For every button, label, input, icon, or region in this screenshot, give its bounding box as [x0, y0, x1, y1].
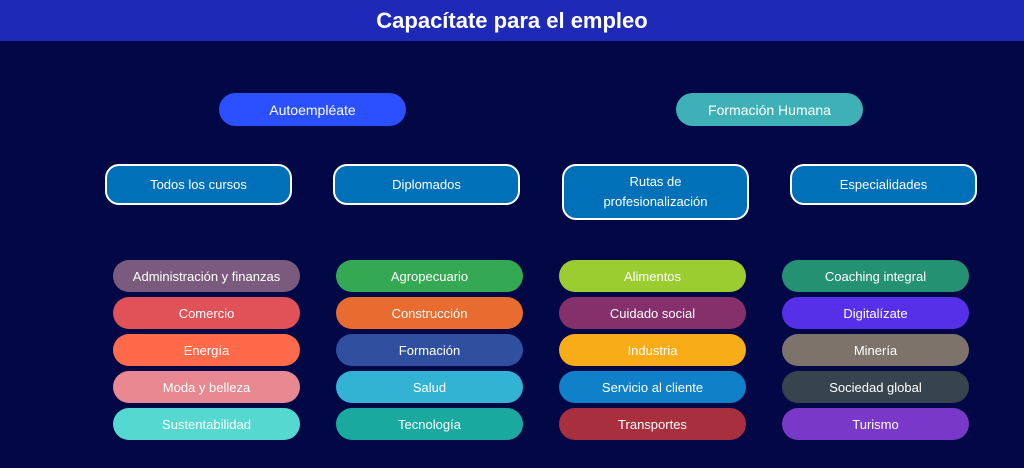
course-pill[interactable]: Coaching integral	[782, 260, 969, 292]
course-pill[interactable]: Sustentabilidad	[113, 408, 300, 440]
course-pill[interactable]: Sociedad global	[782, 371, 969, 403]
category-todos-los-cursos[interactable]: Todos los cursos	[105, 164, 292, 205]
course-pill[interactable]: Energía	[113, 334, 300, 366]
course-pill[interactable]: Comercio	[113, 297, 300, 329]
course-pill[interactable]: Turismo	[782, 408, 969, 440]
course-pill[interactable]: Moda y belleza	[113, 371, 300, 403]
course-pill[interactable]: Alimentos	[559, 260, 746, 292]
group-button-formacion-humana[interactable]: Formación Humana	[676, 93, 863, 126]
header-banner: Capacítate para el empleo	[0, 0, 1024, 41]
course-pill[interactable]: Salud	[336, 371, 523, 403]
course-pill[interactable]: Cuidado social	[559, 297, 746, 329]
course-pill[interactable]: Digitalízate	[782, 297, 969, 329]
course-pill[interactable]: Tecnología	[336, 408, 523, 440]
course-pill[interactable]: Servicio al cliente	[559, 371, 746, 403]
category-diplomados[interactable]: Diplomados	[333, 164, 520, 205]
category-especialidades[interactable]: Especialidades	[790, 164, 977, 205]
course-pill[interactable]: Agropecuario	[336, 260, 523, 292]
course-pill[interactable]: Industria	[559, 334, 746, 366]
course-pill[interactable]: Administración y finanzas	[113, 260, 300, 292]
page-title: Capacítate para el empleo	[376, 7, 648, 33]
course-pill[interactable]: Construcción	[336, 297, 523, 329]
course-pill[interactable]: Minería	[782, 334, 969, 366]
category-rutas-de-profesionalizacion[interactable]: Rutas de profesionalización	[562, 164, 749, 220]
course-pill[interactable]: Formación	[336, 334, 523, 366]
group-button-autoempleate[interactable]: Autoempléate	[219, 93, 406, 126]
course-pill[interactable]: Transportes	[559, 408, 746, 440]
